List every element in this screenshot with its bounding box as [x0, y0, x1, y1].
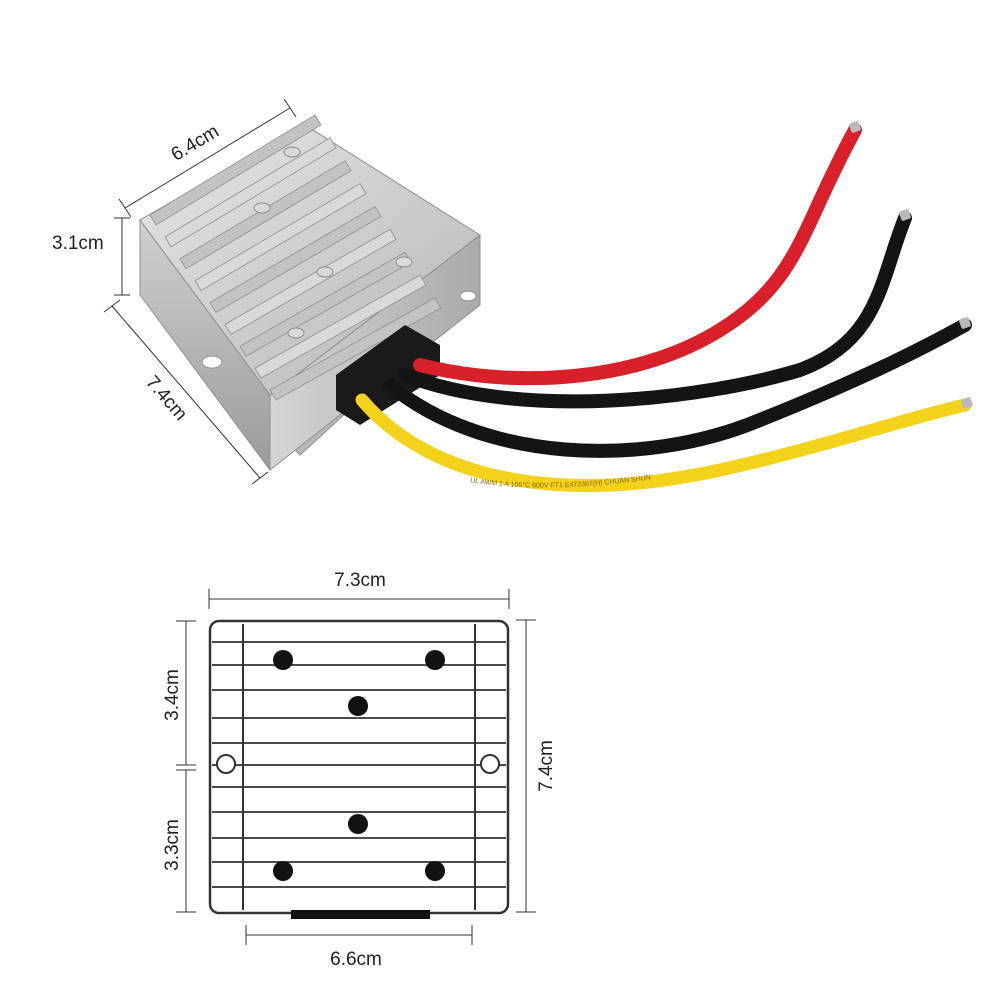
dimension-lower-span [176, 769, 196, 913]
product-photo: UL AWM 1 A 105°C 600V FT1 E473367(H) CHU… [52, 98, 973, 492]
heat-sink-fin [269, 297, 442, 401]
drawing-fins [212, 641, 506, 888]
heat-sink-fin [209, 205, 382, 314]
dimension-length-label: 6.4cm [168, 121, 223, 166]
dimension-base-width [245, 925, 473, 945]
dimension-depth-label: 7.4cm [141, 372, 191, 425]
drawing-screws [273, 650, 445, 881]
dimension-overall-width [208, 589, 510, 609]
heat-sink-fins [149, 114, 442, 401]
right-mounting-hole [480, 754, 500, 774]
housing-screws [253, 146, 413, 339]
dimension-upper-span [176, 620, 196, 766]
black-wire-1 [398, 211, 912, 409]
red-wire-tip [849, 121, 861, 133]
base-plate [291, 910, 430, 919]
heat-sink-fin [194, 183, 367, 292]
dimension-base-width-label: 6.6cm [330, 949, 382, 970]
dimension-overall-height [516, 619, 536, 913]
dimension-upper-span-label: 3.4cm [162, 669, 183, 721]
heat-sink-fin [164, 137, 337, 248]
dimension-height [114, 217, 130, 296]
heat-sink-fin [179, 160, 352, 270]
dimension-overall-height-label: 7.4cm [536, 740, 557, 792]
dimension-depth [103, 299, 269, 485]
red-wire [413, 123, 862, 386]
black-wire-2 [383, 318, 972, 458]
dimension-height-label: 3.1cm [52, 233, 104, 254]
black-wire-1-tip [899, 209, 911, 221]
heat-sink-fin [149, 114, 322, 226]
yellow-wire [355, 393, 972, 492]
heat-sink-fin [254, 274, 427, 379]
dimension-overall-width-label: 7.3cm [334, 570, 386, 591]
dimension-lower-span-label: 3.3cm [162, 819, 183, 871]
yellow-wire-tip [961, 397, 973, 409]
heat-sink-fin [224, 228, 397, 335]
left-mounting-hole [216, 754, 236, 774]
wire-bundle: UL AWM 1 A 105°C 600V FT1 E473367(H) CHU… [355, 121, 973, 492]
technical-drawing: 7.3cm 7.4cm 3.4cm 3.3cm 6.6cm [162, 570, 557, 970]
dimension-length [118, 98, 297, 218]
black-wire-2-tip [959, 317, 971, 329]
